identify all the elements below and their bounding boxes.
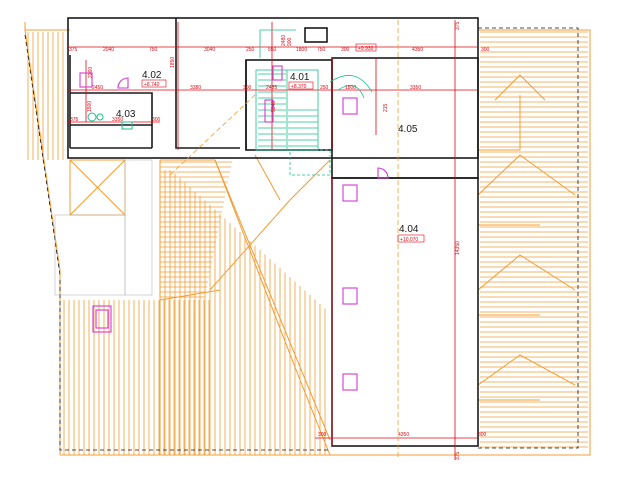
dim-top-11: 4350 <box>412 47 423 53</box>
dim-b-1: 300 <box>318 432 327 438</box>
skylight-2 <box>342 287 358 305</box>
fixtures <box>79 65 389 391</box>
skylight-3 <box>342 373 358 391</box>
dim-v-10: 375 <box>455 451 461 460</box>
level-4-01: +8.370 <box>291 84 307 90</box>
dim-r2-2: 3380 <box>190 85 201 91</box>
dim-v-9: 375 <box>455 21 461 30</box>
dim-r2-7: 3350 <box>410 85 421 91</box>
dim-b-2: 4350 <box>398 432 409 438</box>
bathroom-fixtures <box>87 112 133 130</box>
dim-r3-3: 300 <box>152 117 161 123</box>
dim-r3-1: 375 <box>70 117 79 123</box>
dimension-text-row2: 2450 3380 300 2485 250 1800 3350 <box>92 85 421 91</box>
skylight-1 <box>342 184 358 202</box>
roof-eave-dashed <box>24 27 579 451</box>
dim-v-4: 5340 <box>271 101 277 112</box>
dim-top-9: 300 <box>341 47 350 53</box>
dim-v-6: 2480 <box>281 35 287 46</box>
roof-outline <box>24 22 591 456</box>
level-4-02: +8.740 <box>144 82 160 88</box>
dimension-text-bottom: 300 4350 300 <box>318 432 487 438</box>
dim-v-3: 1500 <box>87 101 93 112</box>
dim-b-3: 300 <box>478 432 487 438</box>
dim-top-8: 750 <box>317 47 326 53</box>
skylight-left <box>92 305 112 333</box>
dim-r2-4: 2485 <box>266 85 277 91</box>
skylight-top <box>342 97 358 115</box>
dim-v-5: 900 <box>287 37 293 46</box>
dim-top-1: 375 <box>69 47 78 53</box>
dim-top-2: 2040 <box>103 47 114 53</box>
dim-v-1: 2260 <box>88 67 94 78</box>
dim-top-12: 300 <box>481 47 490 53</box>
dim-top-7: 1800 <box>296 47 307 53</box>
dim-top-10: +9.930 <box>358 46 374 52</box>
room-number-4-05: 4.05 <box>398 124 418 135</box>
room-number-4-01: 4.01 <box>290 72 310 83</box>
room-number-4-02: 4.02 <box>142 70 162 81</box>
level-markers: +8.740 +8.370 +10.070 <box>141 79 425 243</box>
dimension-text-vertical: 2260 1850 1500 5340 900 2480 215 14350 3… <box>87 21 461 460</box>
dim-r2-6: 1800 <box>345 85 356 91</box>
dim-top-4: 3040 <box>204 47 215 53</box>
room-number-4-04: 4.04 <box>399 224 419 235</box>
level-4-04: +10.070 <box>400 237 418 243</box>
dim-r2-5: 250 <box>320 85 329 91</box>
dim-r3-2: 3350 <box>112 117 123 123</box>
dim-v-8: 14350 <box>455 241 461 255</box>
room-labels: 4.02 4.01 4.03 4.05 4.04 <box>116 70 419 235</box>
dim-v-7: 215 <box>383 103 389 112</box>
wall-hatch-band <box>54 159 153 296</box>
dim-r2-1: 2450 <box>92 85 103 91</box>
door-swing-1 <box>117 77 129 89</box>
dimension-text-top: 375 2040 750 3040 250 550 1800 750 300 +… <box>69 43 490 53</box>
dim-top-3: 750 <box>149 47 158 53</box>
dimension-text-row3: 375 3350 300 <box>70 117 161 123</box>
stair <box>255 29 373 176</box>
room-number-4-03: 4.03 <box>116 109 136 120</box>
dim-top-6: 550 <box>268 47 277 53</box>
door-swing-2 <box>377 167 389 179</box>
dim-v-2: 1850 <box>170 57 176 68</box>
dim-top-5: 250 <box>246 47 255 53</box>
roof-hatching <box>27 31 588 455</box>
dim-r2-3: 300 <box>243 85 252 91</box>
hip-line-dashed <box>169 94 256 176</box>
